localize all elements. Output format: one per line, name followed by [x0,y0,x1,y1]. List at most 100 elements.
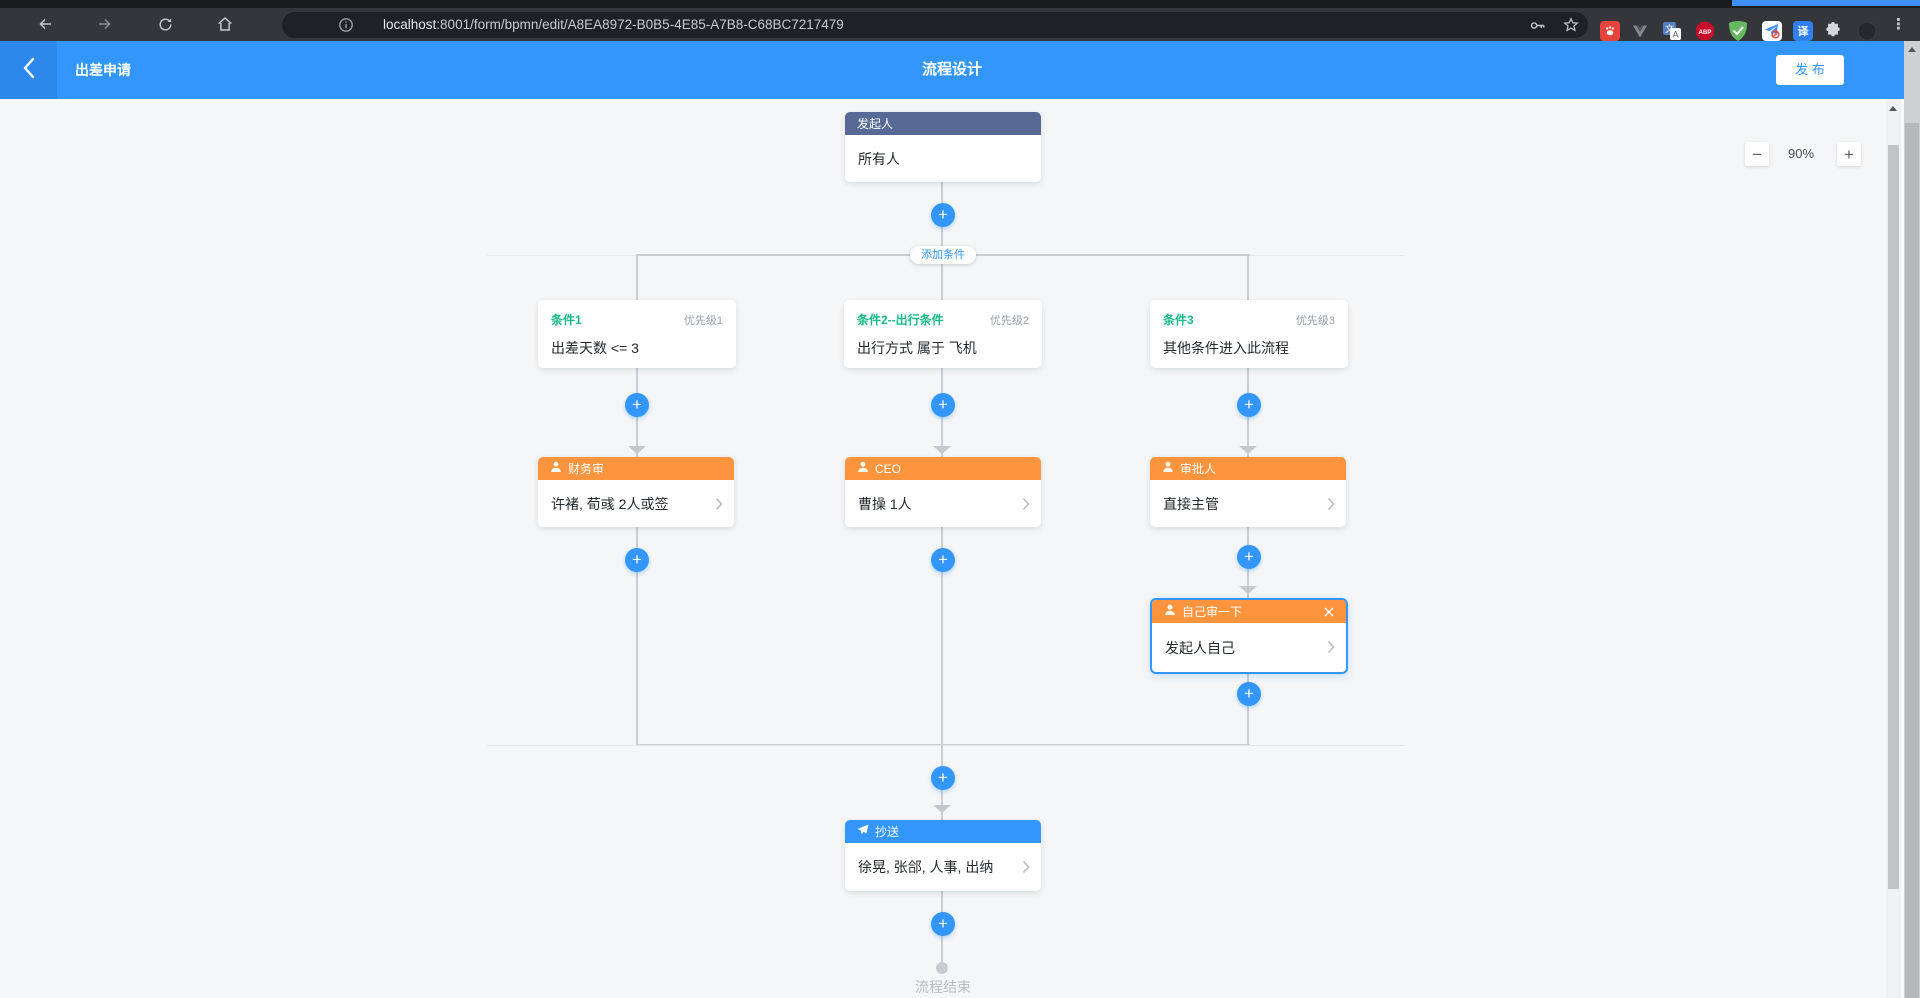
condition-node-3[interactable]: 条件3 优先级3 其他条件进入此流程 [1150,300,1348,368]
add-node-button[interactable]: + [931,393,955,417]
cc-node-header[interactable]: 抄送 [845,820,1041,843]
approver-node-title: 审批人 [1180,462,1217,476]
add-node-button[interactable]: + [931,203,955,227]
condition-node-2[interactable]: 条件2--出行条件 优先级2 出行方式 属于 飞机 [844,300,1042,368]
arrow-down-icon [628,446,646,454]
scrollbar-gap [1901,99,1904,998]
add-node-button[interactable]: + [931,912,955,936]
condition-title: 条件2--出行条件 [857,313,944,327]
add-condition-button[interactable]: 添加条件 [910,246,976,264]
canvas-scrollbar-thumb[interactable] [1888,145,1899,889]
home-icon[interactable] [212,11,238,37]
approver-node-title: 财务审 [568,462,605,476]
add-node-button[interactable]: + [625,393,649,417]
approver-node-body[interactable]: 许褚, 荀彧 2人或签 [538,480,734,527]
bookmark-star-icon[interactable] [1562,16,1580,39]
scrollbar-up-arrow-icon[interactable] [1908,47,1916,52]
translate-ext-icon[interactable]: 译 [1793,21,1813,41]
zoom-in-button[interactable]: + [1837,142,1861,166]
extensions-puzzle-icon[interactable] [1823,21,1843,41]
publish-button[interactable]: 发 布 [1776,55,1844,85]
cc-node-body[interactable]: 徐晃, 张郃, 人事, 出纳 [845,843,1041,891]
page-title: 流程设计 [921,61,982,78]
add-node-button[interactable]: + [931,548,955,572]
condition-content: 出行方式 属于 飞机 [857,340,977,356]
arrow-down-icon [933,446,951,454]
arrow-down-icon [933,805,951,813]
branch-guide-line [487,745,1404,746]
form-title: 出差申请 [75,62,131,78]
condition-title: 条件3 [1163,313,1194,327]
svg-text:文: 文 [1665,23,1674,34]
tabstrip-highlight [1732,0,1920,6]
end-dot [936,962,948,974]
add-node-button[interactable]: + [1237,545,1261,569]
chevron-right-icon [1327,640,1335,657]
browser-toolbar: localhost:8001/form/bpmn/edit/A8EA8972-B… [0,8,1920,41]
chevron-right-icon [715,497,723,514]
github-icon[interactable] [1857,21,1877,41]
condition-title: 条件1 [551,313,582,327]
condition-priority: 优先级3 [1295,314,1335,327]
arrow-down-icon [1239,586,1257,594]
start-node-body[interactable]: 所有人 [845,135,1041,182]
zoom-out-button[interactable]: − [1745,142,1769,166]
add-node-button[interactable]: + [625,548,649,572]
approver-node-body[interactable]: 直接主管 [1150,480,1346,527]
approver-node-body[interactable]: 曹操 1人 [845,480,1041,527]
condition-priority: 优先级1 [683,314,723,327]
abp-label: ABP [1699,30,1712,36]
designer-header: 出差申请 流程设计 发 布 [0,41,1904,99]
start-node-header[interactable]: 发起人 [845,112,1041,135]
start-node[interactable]: 发起人 所有人 [845,112,1041,182]
close-icon[interactable] [1324,607,1334,617]
adblock-plus-icon[interactable]: ABP [1695,21,1715,41]
approver-node-header[interactable]: 审批人 [1150,457,1346,480]
chevron-right-icon [1327,497,1335,514]
condition-content: 出差天数 <= 3 [551,340,639,356]
address-bar[interactable]: localhost:8001/form/bpmn/edit/A8EA8972-B… [282,12,1588,38]
url-text[interactable]: localhost:8001/form/bpmn/edit/A8EA8972-B… [383,12,844,38]
site-info-icon[interactable] [338,17,354,38]
cc-node-content: 徐晃, 张郃, 人事, 出纳 [858,859,994,875]
cc-node[interactable]: 抄送 徐晃, 张郃, 人事, 出纳 [845,820,1041,891]
browser-scrollbar[interactable] [1904,41,1920,998]
paper-plane-icon [857,824,869,839]
self-review-node-content: 发起人自己 [1165,639,1235,656]
condition-node-1[interactable]: 条件1 优先级1 出差天数 <= 3 [538,300,736,368]
flow-canvas[interactable]: 发起人 所有人 + 添加条件 条件1 优先级1 出差天数 <= 3 + 财务审 … [0,99,1904,998]
chrome-menu-icon[interactable]: ⋮ [1891,16,1906,33]
approver-node-2[interactable]: CEO 曹操 1人 [845,457,1041,527]
chevron-right-icon [1022,860,1030,877]
back-icon[interactable] [32,11,58,37]
approver-node-header[interactable]: CEO [845,457,1041,480]
self-review-node[interactable]: 自己审一下 发起人自己 [1150,598,1348,674]
self-review-node-body[interactable]: 发起人自己 [1152,623,1346,672]
scrollbar-up-arrow-icon[interactable] [1889,106,1897,111]
person-icon [857,461,869,476]
back-button[interactable] [0,41,57,99]
canvas-scrollbar[interactable] [1886,99,1901,998]
password-key-icon[interactable] [1529,17,1546,39]
add-node-button[interactable]: + [1237,682,1261,706]
adguard-icon[interactable] [1728,21,1748,41]
url-host: localhost [383,17,437,32]
approver-node-3[interactable]: 审批人 直接主管 [1150,457,1346,527]
self-review-node-header[interactable]: 自己审一下 [1152,600,1346,623]
browser-scrollbar-thumb[interactable] [1905,123,1919,998]
arrow-down-icon [1239,446,1257,454]
vue-devtools-icon[interactable] [1630,21,1650,41]
start-node-title: 发起人 [857,117,894,131]
person-icon [1162,461,1174,476]
approver-node-1[interactable]: 财务审 许褚, 荀彧 2人或签 [538,457,734,527]
approver-node-header[interactable]: 财务审 [538,457,734,480]
flow-end-label: 流程结束 [915,979,971,995]
add-node-button[interactable]: + [931,766,955,790]
add-node-button[interactable]: + [1237,393,1261,417]
reload-icon[interactable] [152,11,178,37]
bird-download-icon[interactable] [1762,21,1782,41]
baidu-ext-icon[interactable] [1600,21,1620,41]
person-icon [1164,604,1176,619]
forward-icon[interactable] [92,11,118,37]
